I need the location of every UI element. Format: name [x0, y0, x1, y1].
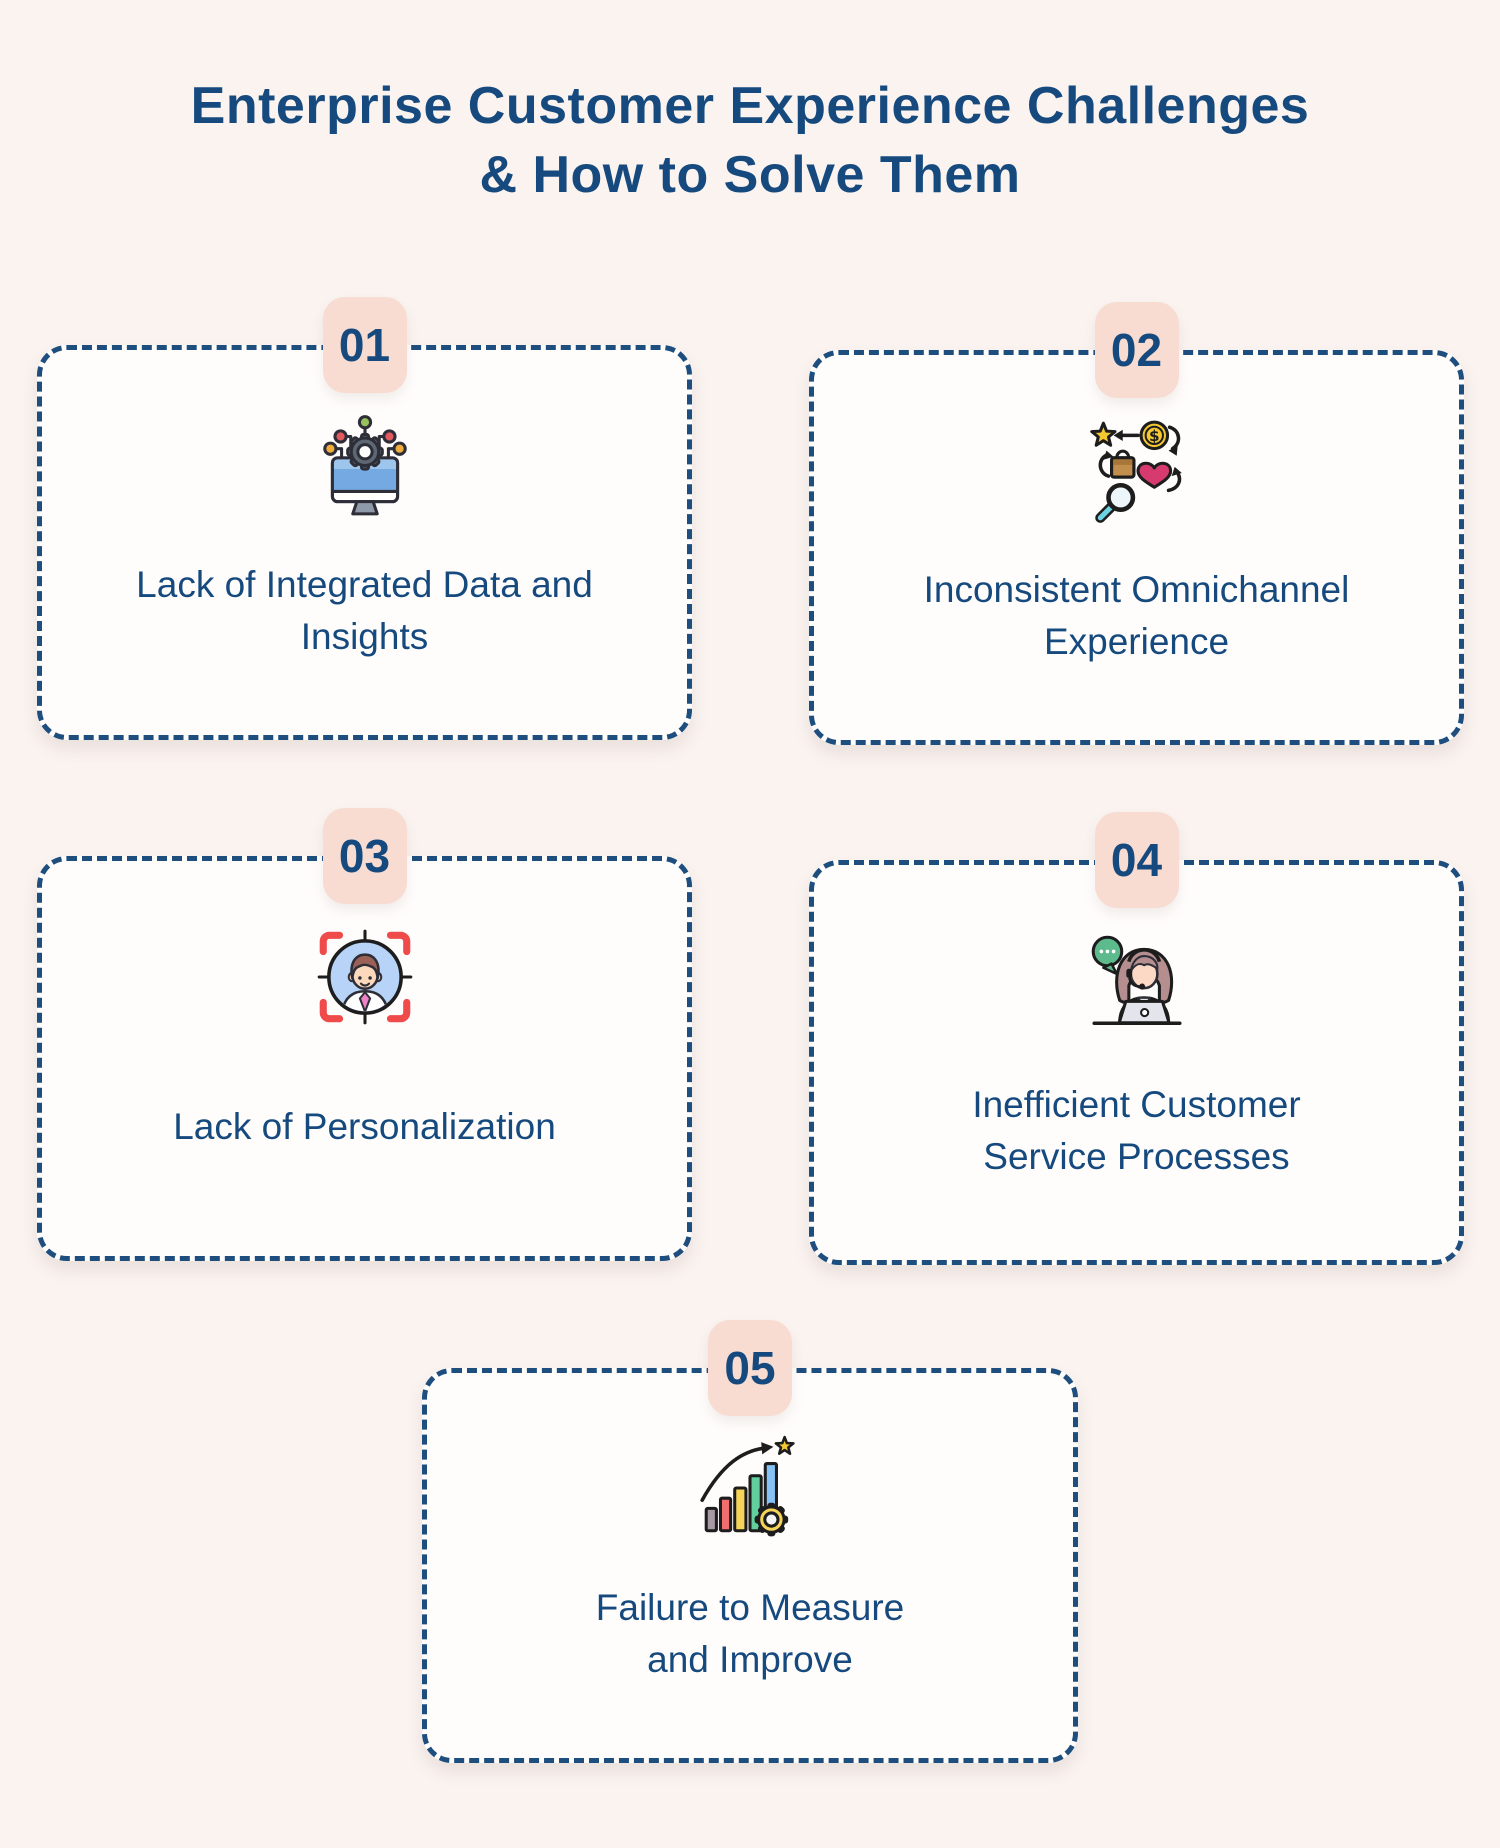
customer-service-agent-icon	[1081, 925, 1193, 1037]
personalization-target-icon	[309, 921, 421, 1033]
omnichannel-icon: $	[1081, 415, 1193, 527]
challenge-card-01: 01	[37, 297, 692, 740]
challenge-card-05: 05	[422, 1320, 1078, 1763]
challenge-card-03: 03	[37, 808, 692, 1261]
card-label-line2: Experience	[1043, 620, 1230, 662]
number-badge-03: 03	[322, 808, 407, 904]
number-badge-02: 02	[1094, 302, 1179, 398]
card-label-line2: Insights	[300, 615, 429, 657]
card-label-line1: Inefficient Customer	[972, 1083, 1301, 1125]
card-label-line1: Inconsistent Omnichannel	[923, 568, 1350, 610]
card-label-line1: Lack of Personalization	[173, 1105, 556, 1147]
card-label-04: Inefficient Customer Service Processes	[814, 1037, 1459, 1260]
page-title-line2: & How to Solve Them	[479, 145, 1021, 204]
number-badge-04: 04	[1094, 812, 1179, 908]
card-label-line1: Failure to Measure	[595, 1586, 905, 1628]
growth-measure-icon	[694, 1433, 806, 1545]
card-label-05: Failure to Measure and Improve	[427, 1545, 1073, 1758]
card-label-03: Lack of Personalization	[42, 1033, 687, 1256]
card-label-line2: and Improve	[647, 1638, 853, 1680]
integrated-data-icon	[309, 410, 421, 522]
number-badge-01: 01	[322, 297, 407, 393]
svg-text:$: $	[1148, 427, 1159, 445]
page-title: Enterprise Customer Experience Challenge…	[0, 72, 1500, 209]
challenge-card-04: 04 Inefficie	[809, 812, 1464, 1265]
card-label-line1: Lack of Integrated Data and	[136, 563, 593, 605]
card-label-02: Inconsistent Omnichannel Experience	[814, 527, 1459, 740]
page-title-line1: Enterprise Customer Experience Challenge…	[190, 77, 1310, 135]
challenge-card-02: 02 $	[809, 302, 1464, 745]
number-badge-05: 05	[708, 1320, 792, 1416]
card-label-01: Lack of Integrated Data and Insights	[42, 522, 687, 735]
card-label-line2: Service Processes	[983, 1135, 1290, 1177]
